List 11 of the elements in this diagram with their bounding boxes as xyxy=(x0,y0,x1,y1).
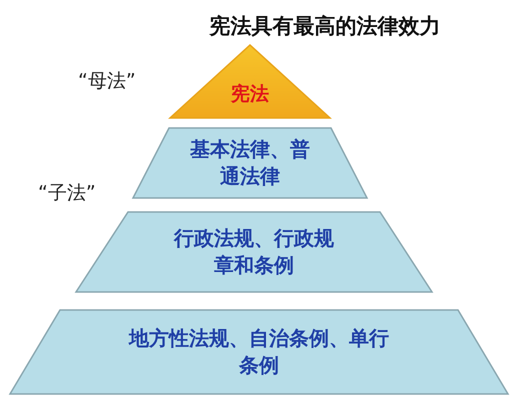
level-text: 行政法规、行政规章和条例 xyxy=(172,225,335,279)
level-text: 基本法律、普通法律 xyxy=(189,136,311,190)
diagram-title: 宪法具有最高的法律效力 xyxy=(208,13,442,40)
side-label: “子法” xyxy=(38,181,96,206)
level-text: 地方性法规、自治条例、单行条例 xyxy=(127,325,390,379)
level-text: 宪法 xyxy=(230,82,270,107)
pyramid-tier xyxy=(76,212,432,292)
side-label: “母法” xyxy=(78,69,136,94)
pyramid-apex xyxy=(170,45,330,118)
pyramid-tier xyxy=(10,310,508,394)
pyramid-tier xyxy=(133,128,367,198)
